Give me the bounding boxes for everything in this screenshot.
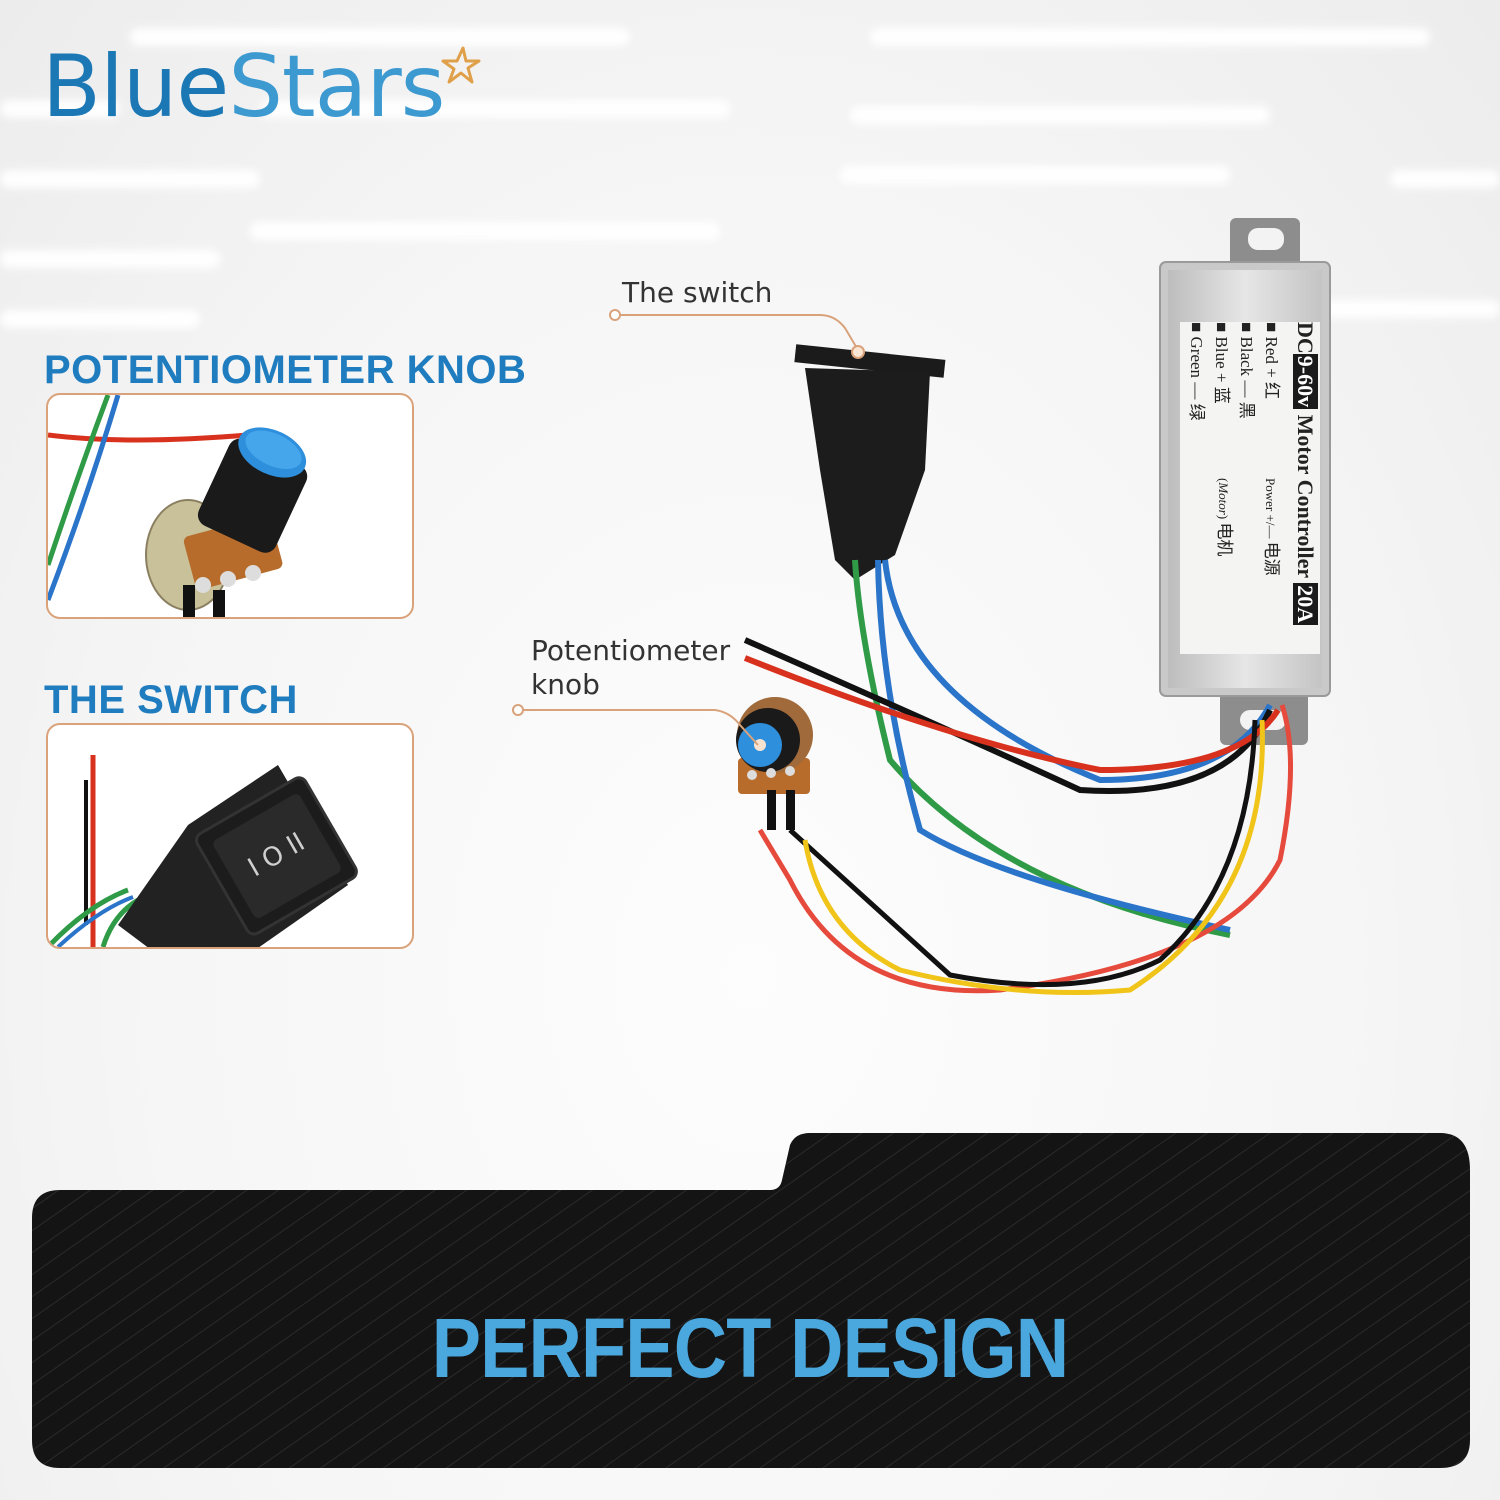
logo-text-blue: Blue [42,37,229,137]
wire-row-green: ■ Green — 绿 [1187,322,1206,421]
wire-row-red: ■ Red + 红 [1262,322,1281,400]
potentiometer-knob-photo [46,393,414,619]
current-badge: 20A [1293,583,1318,626]
controller-label-text: DC9-60v Motor Controller 20A ■ Red + 红 ■… [1180,322,1320,654]
switch-photo: I O II [46,723,414,949]
controller-title-prefix: DC [1293,322,1318,354]
motor-symbol-label: (Motor) 电机 [1215,478,1234,557]
callout-label-switch: The switch [622,276,773,309]
rocker-switch-illustration: I O II [48,755,358,947]
callout-label-potentiometer: Potentiometer knob [531,634,731,701]
star-icon [441,46,480,84]
banner-title: PERFECT DESIGN [431,1301,1069,1395]
heading-potentiometer-knob: POTENTIOMETER KNOB [44,348,527,392]
voltage-badge: 9-60v [1293,353,1318,410]
controller-title: Motor Controller [1293,414,1318,578]
potentiometer-illustration [48,395,308,617]
power-symbol-label: Power +/— 电源 [1262,478,1281,576]
logo-text-stars: Stars [228,37,445,137]
wire-row-blue: ■ Blue + 蓝 [1212,322,1231,404]
wire-row-black: ■ Black — 黑 [1237,322,1256,419]
heading-the-switch: THE SWITCH [44,678,298,722]
